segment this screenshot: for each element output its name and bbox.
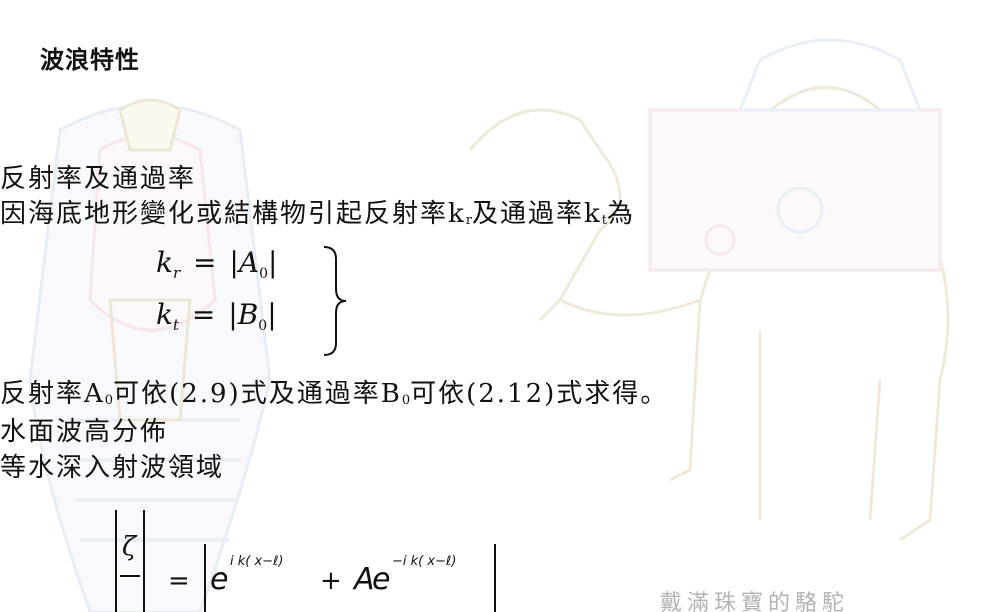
text-segment: 為 bbox=[606, 199, 635, 229]
eq-abs-var: A bbox=[238, 246, 260, 279]
text-line-definition: 因海底地形變化或結構物引起反射率kr及通過率kt為 bbox=[0, 193, 635, 230]
abs-bar-icon bbox=[494, 544, 496, 612]
abs-bar: | bbox=[228, 298, 238, 331]
eq-equals: = bbox=[168, 566, 190, 596]
text-line-coefficients: 反射率A0可依(2.9)式及通過率B0可依(2.12)式求得。 bbox=[0, 373, 668, 410]
text-line-wave-height: 水面波高分佈 bbox=[0, 417, 169, 447]
eq-equals: = bbox=[193, 246, 217, 279]
equation-kr: kr = |A0| bbox=[156, 246, 277, 282]
eq-abs-var: B bbox=[237, 298, 259, 331]
text-segment: 及通過率k bbox=[471, 199, 602, 229]
subscript: 0 bbox=[401, 393, 411, 408]
eq-abs-subscript: 0 bbox=[258, 318, 268, 334]
eq-zeta: ζ bbox=[122, 532, 137, 562]
eq-var: k bbox=[156, 298, 173, 331]
subscript: r bbox=[465, 213, 472, 228]
abs-bar-left-icon bbox=[115, 510, 145, 612]
text-segment: 可依(2.9)式及通過率B bbox=[113, 379, 402, 409]
subscript: t bbox=[601, 213, 607, 228]
eq-coefficient: A bbox=[354, 562, 375, 597]
camel-drawing bbox=[468, 38, 950, 542]
equation-wave-height: ζ = e i k( x−ℓ) + A e −i k( x−ℓ) bbox=[110, 510, 530, 612]
text-segment: 因海底地形變化或結構物引起反射率k bbox=[0, 199, 466, 229]
text-line-incident-region: 等水深入射波領域 bbox=[0, 453, 225, 483]
equation-kt: kt = |B0| bbox=[156, 298, 277, 334]
text-segment: 可依(2.12)式求得。 bbox=[410, 379, 669, 409]
slide-title: 波浪特性 bbox=[40, 46, 140, 74]
illustration-caption: 戴滿珠寶的駱駝 bbox=[660, 591, 850, 612]
text-line-reflection-transmission: 反射率及通過率 bbox=[0, 164, 197, 194]
eq-var: k bbox=[156, 246, 173, 279]
eq-plus: + bbox=[320, 566, 342, 596]
eq-subscript: r bbox=[172, 264, 181, 282]
abs-bar: | bbox=[267, 298, 277, 331]
eq-exp-base: e bbox=[372, 562, 391, 597]
pharaoh-mask-drawing bbox=[28, 98, 272, 612]
subscript: 0 bbox=[104, 393, 114, 408]
abs-bar-icon bbox=[204, 544, 206, 612]
right-brace-icon bbox=[323, 246, 347, 356]
eq-exponent: −i k( x−ℓ) bbox=[392, 554, 457, 569]
eq-exponent: i k( x−ℓ) bbox=[230, 554, 284, 569]
eq-exp-base: e bbox=[210, 562, 229, 597]
text-segment: 反射率A bbox=[0, 379, 105, 409]
eq-abs-subscript: 0 bbox=[259, 266, 269, 282]
abs-bar: | bbox=[229, 246, 239, 279]
eq-subscript: t bbox=[172, 316, 179, 334]
abs-bar: | bbox=[268, 246, 278, 279]
eq-equals: = bbox=[191, 298, 216, 331]
